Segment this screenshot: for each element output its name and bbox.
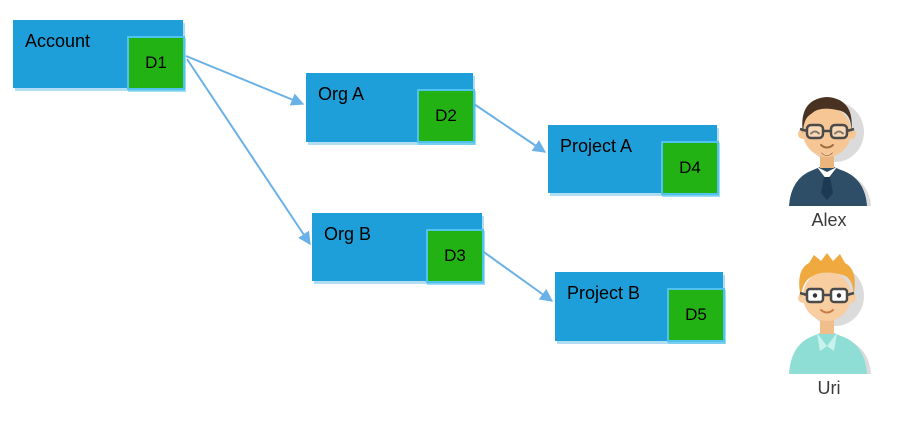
edge-org-b-to-project-b: [480, 249, 554, 302]
node-project-b: Project B D5: [555, 272, 725, 342]
node-org-a: Org A D2: [306, 73, 475, 143]
node-org-b: Org B D3: [312, 213, 484, 283]
user-alex-name: Alex: [811, 210, 847, 230]
edge-account-to-org-b: [186, 58, 311, 246]
node-account-label: Account: [25, 31, 91, 51]
badge-d1: D1: [127, 36, 185, 90]
node-project-a: Project A D4: [548, 125, 719, 195]
user-uri-name: Uri: [817, 378, 841, 398]
node-project-a-label: Project A: [560, 136, 633, 156]
edge-org-a-to-project-a: [473, 103, 547, 153]
node-account: Account D1: [13, 20, 185, 90]
badge-d3: D3: [426, 229, 484, 283]
user-uri: Uri: [783, 250, 875, 399]
badge-d2: D2: [417, 89, 475, 143]
badge-d4: D4: [661, 141, 719, 195]
node-org-b-label: Org B: [324, 224, 372, 244]
avatar-alex-icon: [789, 97, 871, 206]
badge-d5: D5: [667, 288, 725, 342]
avatar-uri-icon: [789, 253, 871, 374]
node-org-a-label: Org A: [318, 84, 365, 104]
node-project-b-label: Project B: [567, 283, 641, 303]
user-alex: Alex: [783, 92, 875, 231]
edge-account-to-org-a: [185, 55, 305, 106]
